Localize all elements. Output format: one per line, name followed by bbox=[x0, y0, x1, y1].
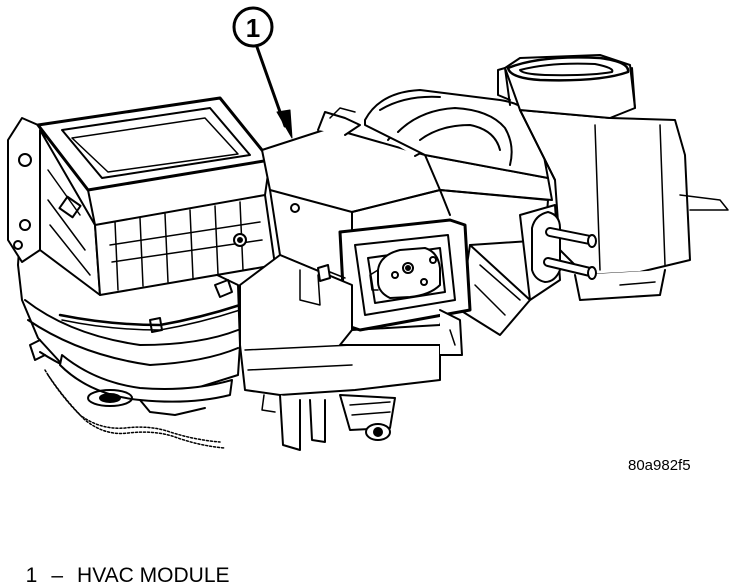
front-outlet-seal bbox=[338, 218, 472, 332]
legend-label: HVAC MODULE bbox=[77, 564, 230, 587]
heater-core-tubes bbox=[459, 204, 597, 336]
fasteners bbox=[233, 203, 300, 247]
callout-number: 1 bbox=[246, 13, 260, 43]
legend: 1–HVAC MODULE bbox=[14, 540, 230, 588]
lower-center-body bbox=[239, 254, 463, 451]
hvac-module-illustration: 1 bbox=[7, 6, 729, 451]
callout-1: 1 bbox=[232, 6, 293, 139]
legend-separator: – bbox=[51, 564, 64, 587]
heater-housing bbox=[497, 54, 729, 301]
legend-number: 1 bbox=[25, 564, 38, 587]
figure-code: 80a982f5 bbox=[628, 457, 691, 474]
